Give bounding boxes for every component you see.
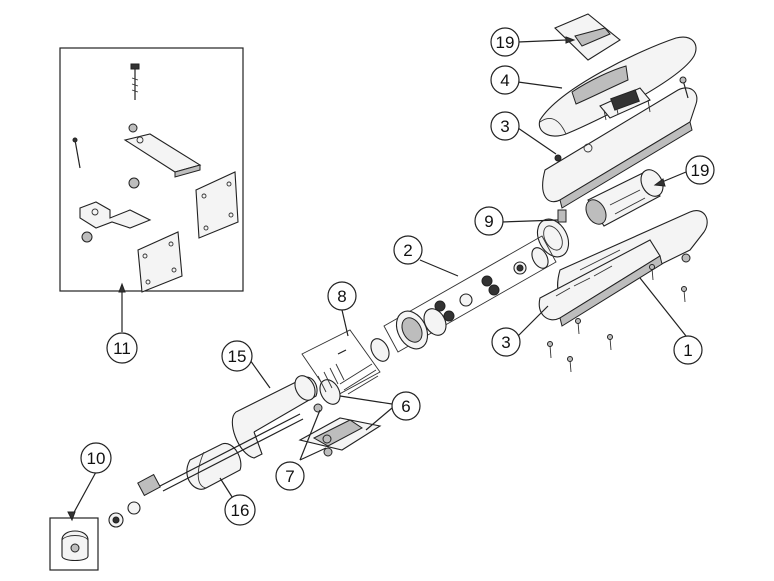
bracket-kit-box [59,47,244,293]
rear-bracket-parts [298,403,382,457]
callout-10: 10 [80,442,112,474]
callout-3-bottom: 3 [491,327,521,357]
motor-and-lower-housing [536,169,708,373]
callout-3-top: 3 [490,111,520,141]
gear-train-assembly [383,235,557,353]
callout-label: 19 [496,33,515,52]
top-cover-assembly [538,13,698,209]
callout-label: 9 [484,212,493,231]
callout-9: 9 [474,206,504,236]
clamp-bracket [49,517,99,571]
bearing-assembly [301,329,390,405]
callout-label: 3 [501,333,510,352]
callout-label: 3 [500,117,509,136]
callout-label: 6 [401,397,410,416]
callout-label: 16 [231,501,250,520]
callout-label-19: 19 [691,161,710,180]
callout-7: 7 [275,461,305,491]
callout-15: 15 [221,340,253,372]
leader-lines [67,36,687,522]
callout-label: 2 [403,241,412,260]
callout-label: 15 [228,347,247,366]
callout-label: 7 [285,467,294,486]
callout-6: 6 [391,391,421,421]
callout-16: 16 [224,494,256,526]
callout-label: 1 [683,341,692,360]
callout-8: 8 [327,281,357,311]
callout-17: 19 [490,27,520,57]
callout-label: 4 [500,71,509,90]
callout-4: 4 [490,65,520,95]
callout-label: 10 [87,449,106,468]
callout-11: 11 [106,332,138,364]
actuator-tube [108,363,345,528]
callout-label: 8 [337,287,346,306]
callout-2: 2 [393,235,423,265]
callout-19: 19 19 [685,155,715,185]
callout-label: 11 [113,339,131,358]
callout-1: 1 [673,335,703,365]
